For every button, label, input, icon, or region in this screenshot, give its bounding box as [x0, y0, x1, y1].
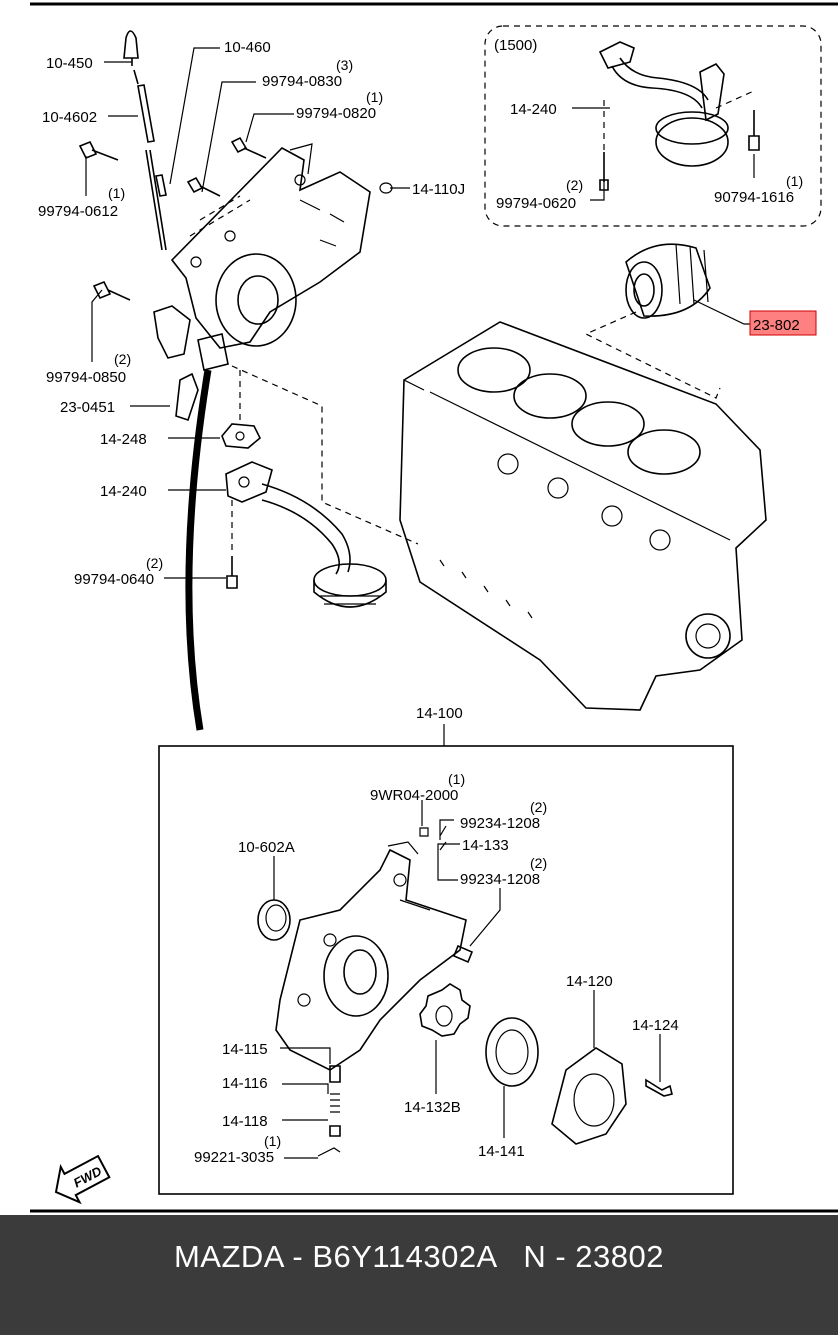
gear-14-132B [419, 983, 471, 1037]
label-10-460: 10-460 [224, 39, 271, 56]
label-14-133: 14-133 [462, 837, 509, 854]
pickup-bracket-inset [699, 62, 725, 122]
label-23-0451: 23-0451 [60, 399, 115, 416]
oil-pump-body [275, 827, 474, 1071]
assembly-box-14-100 [158, 745, 734, 1195]
plug-9WR04-2000 [419, 827, 429, 837]
qty-99794-0612: (1) [108, 185, 125, 201]
label-99794-0850: 99794-0850 [46, 369, 126, 386]
label-90794-1616: 90794-1616 [714, 189, 794, 206]
engine-block [231, 321, 767, 711]
dipstick [123, 30, 167, 251]
pickup-flange-inset [598, 41, 635, 69]
bolt-90794-1616 [748, 110, 760, 151]
label-9WR04-2000: 9WR04-2000 [370, 787, 458, 804]
label-99234-1208b: 99234-1208 [460, 871, 540, 888]
label-99234-1208a: 99234-1208 [460, 815, 540, 832]
bolt-99794-0640 [226, 500, 238, 589]
qty-99221-3035: (1) [264, 1133, 281, 1149]
qty-99794-0820: (1) [366, 89, 383, 105]
label-14-110J: 14-110J [412, 181, 465, 198]
rotor-14-141 [485, 1017, 539, 1087]
inset-label: (1500) [494, 37, 537, 54]
footer-bar: MAZDA - B6Y114302A N - 23802 [0, 1215, 838, 1335]
relief-valve-parts [317, 1065, 341, 1157]
oil-level-sensor [153, 305, 229, 422]
curved-bar [185, 369, 212, 731]
label-99221-3035: 99221-3035 [194, 1149, 274, 1166]
seal-10-602A [257, 899, 291, 941]
footer-part-number: MAZDA - B6Y114302A N - 23802 [173, 1239, 665, 1274]
label-99794-0620: 99794-0620 [496, 195, 576, 212]
leaders-lower [273, 800, 661, 1159]
label-99794-0820: 99794-0820 [296, 105, 376, 122]
parts-diagram: (1500) 14-240 (2) 99794-0620 (1) 90794-1… [30, 2, 838, 1213]
qty-99794-0830: (3) [336, 57, 353, 73]
label-14-118: 14-118 [222, 1113, 268, 1130]
label-14-116: 14-116 [222, 1075, 268, 1092]
pickup-strainer-inset [655, 117, 729, 167]
label-14-141: 14-141 [478, 1143, 525, 1160]
plunger-14-133 [452, 944, 474, 964]
label-10-4602: 10-4602 [42, 109, 97, 126]
label-14-100: 14-100 [416, 705, 463, 722]
oil-filter [584, 243, 750, 399]
qty-9WR04-2000: (1) [448, 771, 465, 787]
label-14-124: 14-124 [632, 1017, 679, 1034]
bolts-upper [78, 136, 267, 301]
qty-99794-0620: (2) [566, 177, 583, 193]
bolt-99794-0620 [599, 152, 609, 191]
label-99794-0612: 99794-0612 [38, 203, 118, 220]
label-99794-0830: 99794-0830 [262, 73, 342, 90]
label-10-602A: 10-602A [238, 839, 295, 856]
label-14-240: 14-240 [100, 483, 147, 500]
cover-14-120 [551, 1047, 673, 1145]
qty-99794-0850: (2) [114, 351, 131, 367]
label-14-248: 14-248 [100, 431, 147, 448]
label-14-240-inset: 14-240 [510, 101, 557, 118]
qty-99794-0640: (2) [146, 555, 163, 571]
label-14-120: 14-120 [566, 973, 613, 990]
screw-14-124 [645, 1078, 673, 1097]
qty-99234-1208b: (2) [530, 855, 547, 871]
oil-pump-upper [170, 143, 393, 349]
pickup-tube-inset [611, 57, 709, 109]
inset-1500: (1500) 14-240 (2) 99794-0620 (1) 90794-1… [484, 25, 822, 227]
oil-pickup-tube [225, 461, 387, 608]
gasket-14-248 [221, 370, 261, 449]
label-14-115: 14-115 [222, 1041, 268, 1058]
qty-99234-1208a: (2) [530, 799, 547, 815]
label-14-132B: 14-132B [404, 1099, 461, 1116]
label-10-450: 10-450 [46, 55, 93, 72]
highlight-23-802 [749, 310, 817, 336]
leaders-upper [85, 47, 410, 579]
inset-frame [484, 25, 822, 227]
label-23-802[interactable]: 23-802 [753, 317, 800, 334]
qty-90794-1616: (1) [786, 173, 803, 189]
label-99794-0640: 99794-0640 [74, 571, 154, 588]
fwd-arrow-icon: FWD [54, 1154, 111, 1205]
